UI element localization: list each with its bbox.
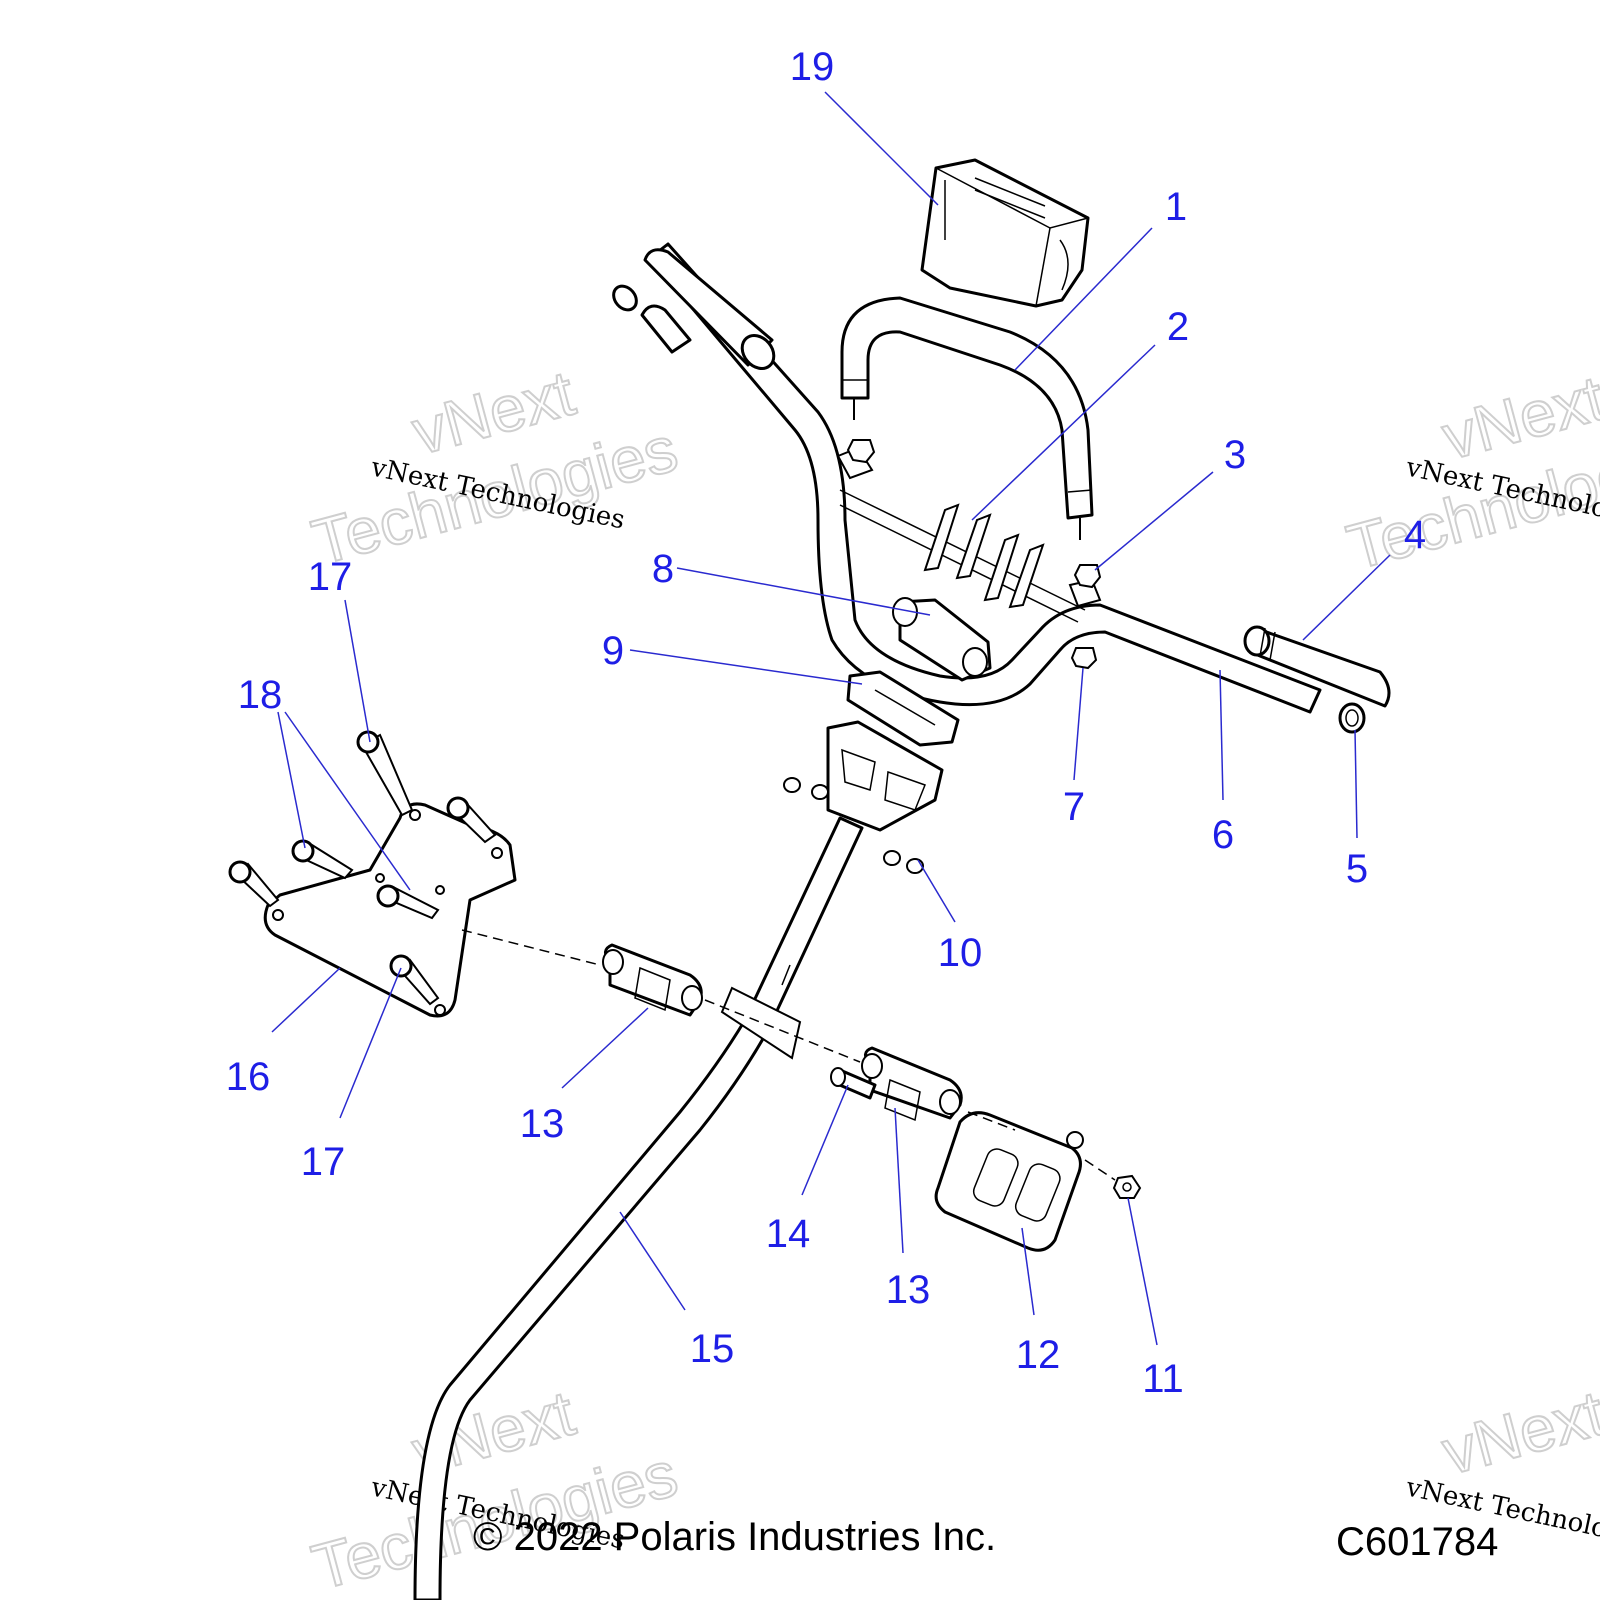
left-grip	[612, 248, 776, 370]
callout-8: 8	[652, 547, 674, 591]
watermark-bottom-left: vNext Technologies vNext Technologies	[304, 1376, 685, 1600]
callout-15: 15	[690, 1327, 735, 1371]
drawing-number: C601784	[1336, 1520, 1498, 1564]
callout-7: 7	[1063, 785, 1085, 829]
callout-3: 3	[1224, 433, 1246, 477]
clamp-block-right	[861, 1046, 963, 1122]
switch-panel	[934, 1111, 1084, 1252]
leader-lines	[271, 91, 1391, 1346]
upper-clamp	[892, 597, 992, 682]
nut-11	[1112, 1174, 1142, 1199]
callout-2: 2	[1167, 305, 1189, 349]
watermark-big-line1: vNext	[1435, 1377, 1600, 1489]
copyright-text: © 2022 Polaris Industries Inc.	[473, 1515, 996, 1559]
callout-6: 6	[1212, 813, 1234, 857]
callout-17-bottom: 17	[301, 1140, 346, 1184]
nut-3	[1073, 564, 1102, 589]
callout-9: 9	[602, 629, 624, 673]
callout-5: 5	[1346, 847, 1368, 891]
callout-13-right: 13	[886, 1268, 931, 1312]
watermark-top-right: vNext Technologies vNext Technologies	[1339, 361, 1600, 585]
mounting-bolts	[923, 503, 1045, 609]
spacer	[830, 1067, 877, 1100]
assembly-line	[461, 929, 1116, 1181]
callout-14: 14	[766, 1212, 811, 1256]
handlebar	[640, 242, 1322, 714]
nut-7	[1070, 647, 1098, 670]
right-grip	[1243, 625, 1391, 708]
callout-11: 11	[1142, 1357, 1184, 1401]
clamp-block-left	[602, 943, 703, 1017]
end-plug	[1338, 702, 1366, 734]
callout-19: 19	[790, 45, 835, 89]
crossbar	[840, 296, 1094, 540]
callout-10: 10	[938, 931, 983, 975]
small-caps	[783, 777, 924, 874]
handlebar-pad	[920, 158, 1090, 308]
callout-12: 12	[1016, 1333, 1061, 1377]
stem-top-bracket	[826, 720, 944, 832]
callout-1: 1	[1165, 185, 1187, 229]
callout-16: 16	[226, 1055, 271, 1099]
callout-labels: 19 1 2 3 4 5 6 7 8 9 10 11 12 13 13 14 1…	[226, 45, 1426, 1401]
mount-plate	[263, 802, 517, 1018]
callout-17-top: 17	[308, 555, 353, 599]
callout-4: 4	[1404, 513, 1426, 557]
watermark-top-left: vNext Technologies vNext Technologies	[304, 356, 685, 580]
callout-13-left: 13	[520, 1102, 565, 1146]
callout-18: 18	[238, 673, 283, 717]
plate-bolts	[228, 730, 497, 1006]
lower-clamp	[846, 670, 960, 747]
nut-upper	[846, 439, 876, 464]
